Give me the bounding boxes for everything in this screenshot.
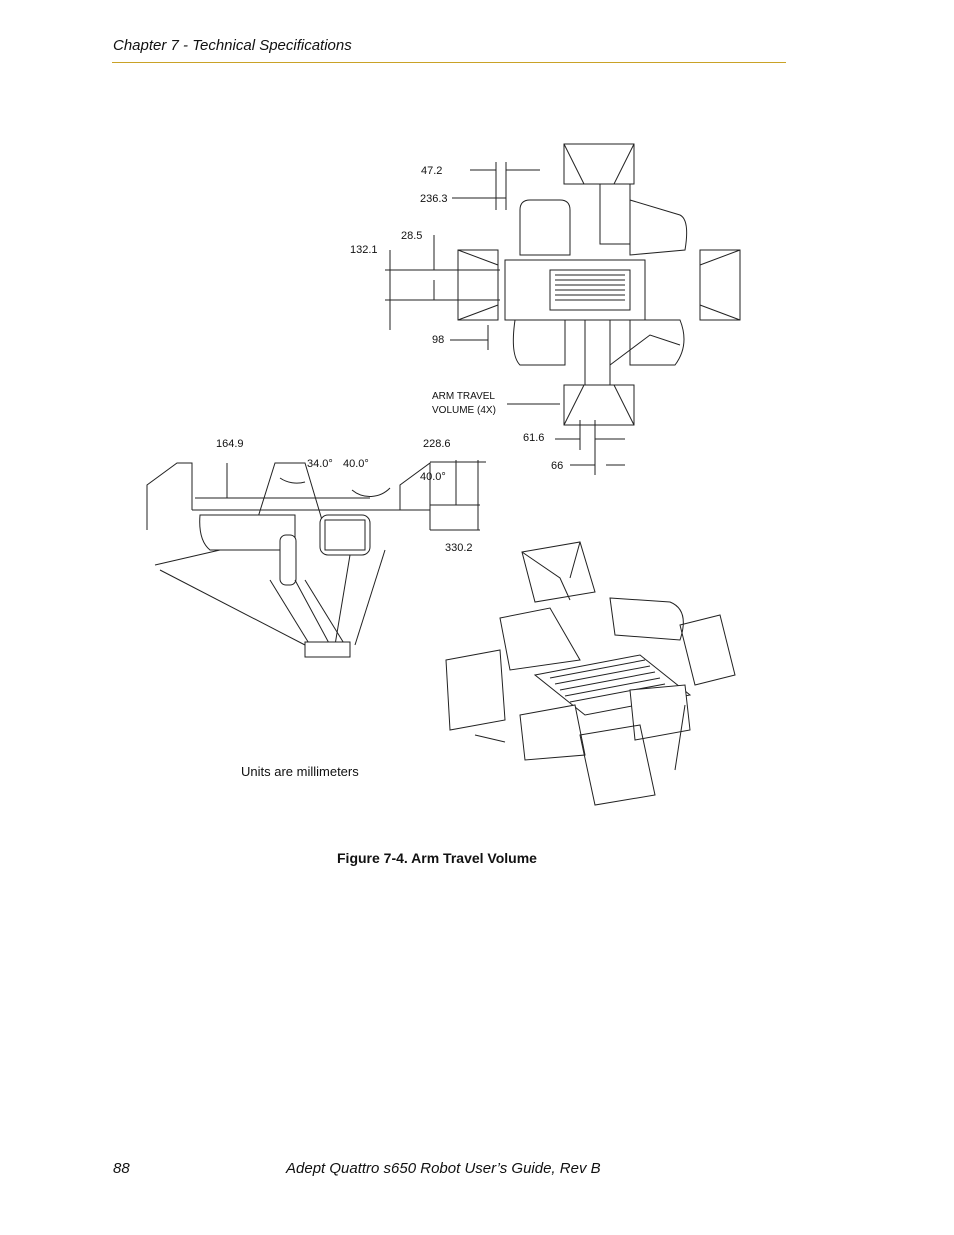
page-number: 88: [113, 1160, 130, 1177]
side-view: [146, 460, 486, 658]
dim-164-9: 164.9: [216, 438, 244, 450]
dim-228-6: 228.6: [423, 438, 451, 450]
dim-236-3: 236.3: [420, 193, 448, 205]
figure-caption: Figure 7-4. Arm Travel Volume: [337, 850, 537, 866]
angle-40-a: 40.0°: [343, 458, 369, 470]
arm-travel-drawing: 47.2 236.3 28.5 132.1 98 ARM TRAVEL VOLU…: [130, 130, 850, 830]
dim-66: 66: [551, 460, 564, 472]
volume-4x-label: VOLUME (4X): [432, 405, 496, 416]
dim-98: 98: [432, 334, 445, 346]
header-rule: [112, 62, 786, 63]
arm-travel-label: ARM TRAVEL: [432, 391, 495, 402]
footer-title: Adept Quattro s650 Robot User’s Guide, R…: [286, 1160, 601, 1177]
top-view: [385, 143, 741, 475]
technical-drawing: [146, 143, 741, 806]
isometric-view: [445, 541, 736, 806]
dim-28-5: 28.5: [401, 230, 423, 242]
angle-40-b: 40.0°: [420, 471, 446, 483]
dim-330-2: 330.2: [445, 542, 473, 554]
dim-132-1: 132.1: [350, 244, 378, 256]
chapter-header: Chapter 7 - Technical Specifications: [113, 37, 352, 54]
angle-34: 34.0°: [307, 458, 333, 470]
dim-47-2: 47.2: [421, 165, 443, 177]
units-note: Units are millimeters: [241, 764, 359, 779]
dim-61-6: 61.6: [523, 432, 545, 444]
